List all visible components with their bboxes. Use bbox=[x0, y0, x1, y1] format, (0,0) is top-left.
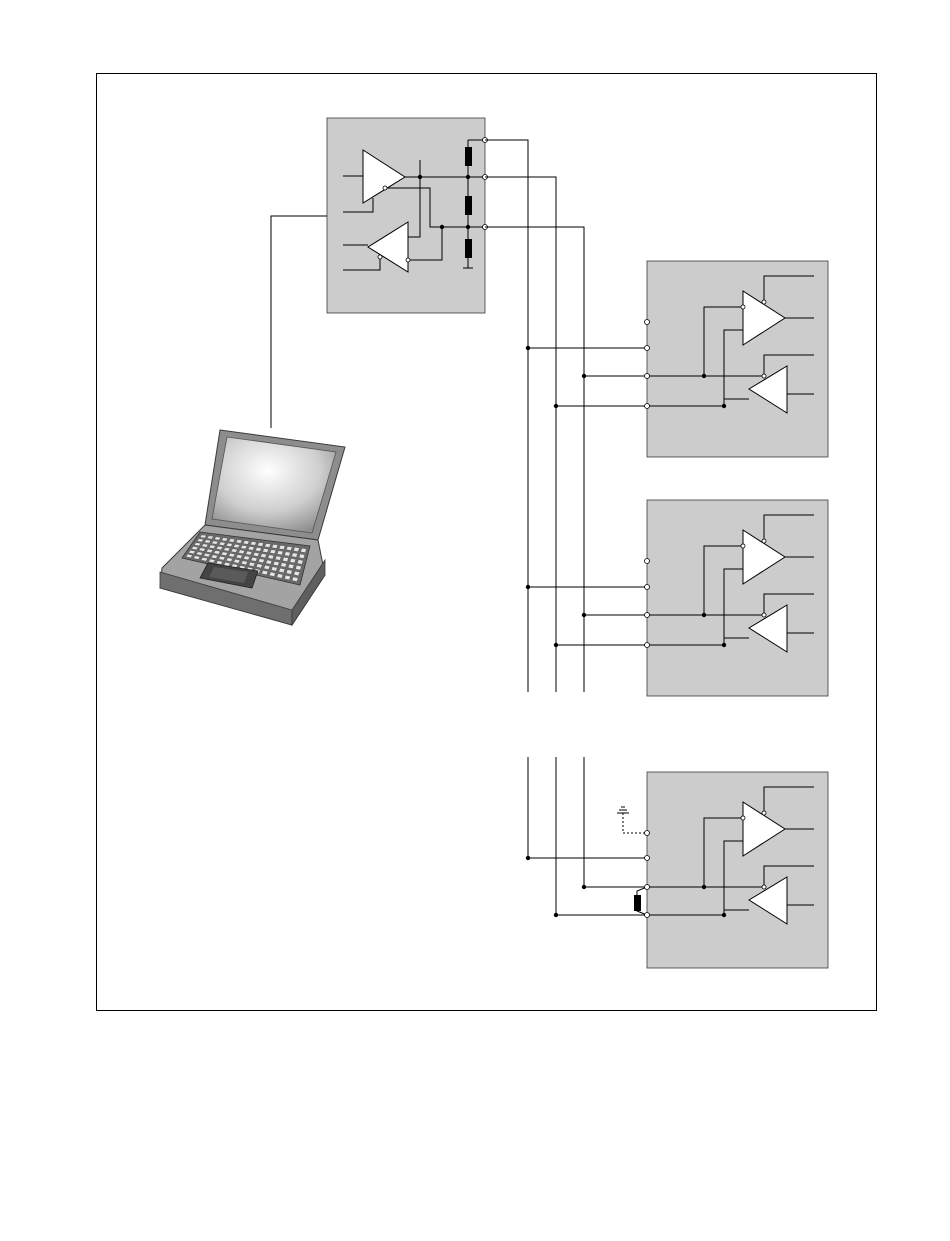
resistor-icon bbox=[465, 147, 472, 166]
junction-dot bbox=[722, 404, 726, 408]
node-transceiver-box bbox=[647, 772, 828, 968]
laptop-key bbox=[294, 571, 300, 576]
laptop-link-wire bbox=[271, 216, 327, 428]
bus-line-a bbox=[485, 177, 556, 692]
junction-dot bbox=[526, 856, 530, 860]
junction-dot bbox=[702, 374, 706, 378]
laptop-key bbox=[281, 563, 287, 567]
bus-lines bbox=[485, 140, 584, 915]
junction-dot bbox=[702, 885, 706, 889]
node-transceiver-1 bbox=[526, 261, 828, 457]
laptop-key bbox=[279, 568, 285, 573]
laptop-key bbox=[285, 552, 291, 556]
node-transceiver-2 bbox=[526, 500, 828, 696]
node-transceiver-box bbox=[647, 500, 828, 696]
pin-terminal bbox=[645, 346, 650, 351]
bus-line-ground bbox=[485, 140, 528, 692]
laptop-key bbox=[271, 567, 277, 571]
junction-dot bbox=[440, 225, 444, 229]
pin-terminal bbox=[762, 885, 766, 889]
laptop-key bbox=[283, 557, 289, 561]
junction-dot bbox=[582, 613, 586, 617]
laptop-key bbox=[292, 553, 298, 557]
ground-symbol-icon bbox=[617, 807, 629, 813]
laptop-computer-icon bbox=[160, 430, 345, 625]
pin-terminal bbox=[762, 374, 766, 378]
pin-terminal bbox=[762, 811, 766, 815]
node-transceiver-box bbox=[647, 261, 828, 457]
pin-terminal bbox=[645, 831, 650, 836]
pin-terminal bbox=[645, 585, 650, 590]
junction-dot bbox=[582, 374, 586, 378]
laptop-key bbox=[301, 548, 307, 552]
laptop-key bbox=[294, 547, 300, 551]
pin-terminal bbox=[383, 186, 387, 190]
pin-terminal bbox=[645, 643, 650, 648]
pin-terminal bbox=[645, 374, 650, 379]
resistor-icon bbox=[465, 196, 472, 215]
pin-terminal bbox=[378, 255, 382, 259]
bus-line-b bbox=[485, 227, 584, 692]
laptop-key bbox=[273, 561, 279, 565]
junction-dot bbox=[554, 643, 558, 647]
pin-terminal bbox=[406, 258, 410, 262]
junction-dot bbox=[582, 885, 586, 889]
pin-terminal bbox=[741, 305, 745, 309]
pin-terminal bbox=[645, 856, 650, 861]
laptop-key bbox=[299, 554, 305, 558]
pin-terminal bbox=[762, 539, 766, 543]
laptop-key bbox=[296, 565, 302, 570]
master-transceiver bbox=[327, 118, 488, 313]
pin-terminal bbox=[645, 320, 650, 325]
pin-terminal bbox=[741, 816, 745, 820]
pin-terminal bbox=[645, 613, 650, 618]
laptop-key bbox=[286, 546, 292, 550]
resistor-icon bbox=[465, 239, 472, 258]
junction-dot bbox=[466, 225, 470, 229]
master-transceiver-box bbox=[327, 118, 485, 313]
junction-dot bbox=[722, 643, 726, 647]
junction-dot bbox=[466, 175, 470, 179]
node-transceiver-3 bbox=[526, 772, 828, 968]
junction-dot bbox=[526, 585, 530, 589]
resistor-icon bbox=[634, 895, 641, 911]
pin-terminal bbox=[741, 544, 745, 548]
pin-terminal bbox=[645, 559, 650, 564]
junction-dot bbox=[418, 175, 422, 179]
laptop-key bbox=[288, 564, 294, 569]
pin-terminal bbox=[645, 404, 650, 409]
pin-terminal bbox=[645, 913, 650, 918]
laptop-key bbox=[290, 559, 296, 563]
pin-terminal bbox=[645, 885, 650, 890]
junction-dot bbox=[526, 346, 530, 350]
junction-dot bbox=[554, 404, 558, 408]
pin-terminal bbox=[762, 300, 766, 304]
ground-wire bbox=[623, 813, 647, 833]
junction-dot bbox=[702, 613, 706, 617]
pin-terminal bbox=[762, 613, 766, 617]
junction-dot bbox=[554, 913, 558, 917]
junction-dot bbox=[722, 913, 726, 917]
laptop-key bbox=[297, 560, 303, 565]
